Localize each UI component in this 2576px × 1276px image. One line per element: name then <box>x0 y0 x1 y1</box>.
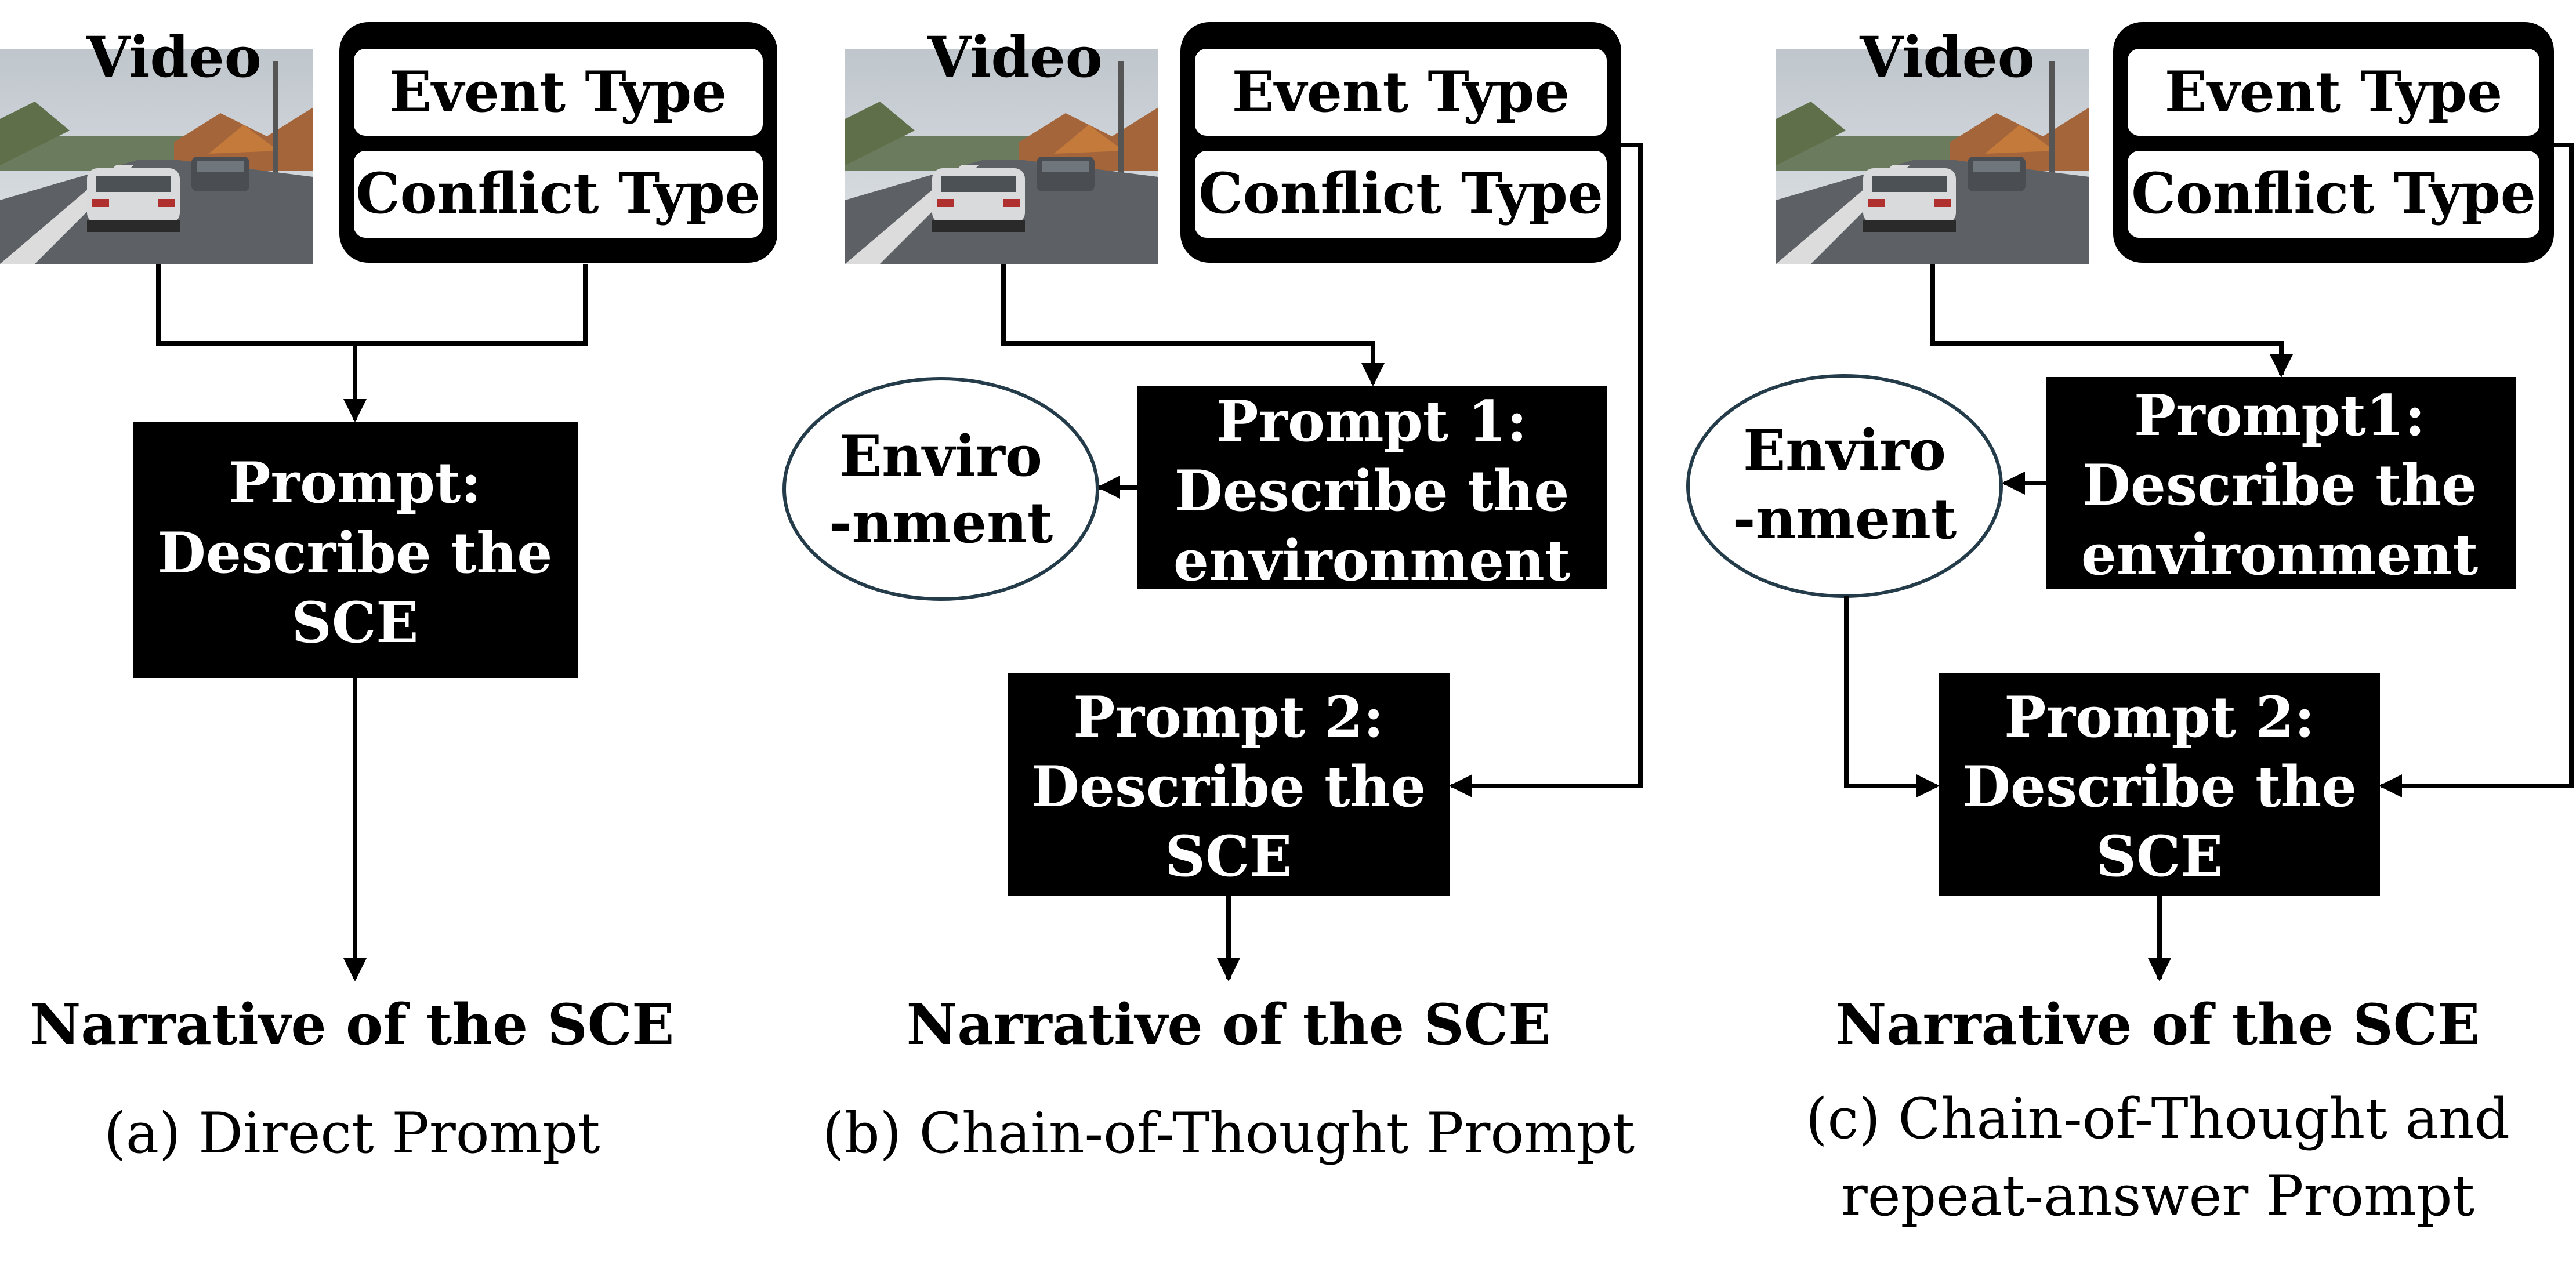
event-type-box-b <box>1195 49 1607 136</box>
event-type-box-c <box>2128 49 2539 136</box>
prompt2-b-line-3: SCE <box>1165 824 1292 889</box>
event-type-label-b: Event Type <box>1232 59 1570 125</box>
panel-b: Video Event Type Conflict Type Prompt 1:… <box>782 22 1643 1166</box>
environment-node-b <box>782 377 1099 601</box>
output-label-a: Narrative of the SCE <box>30 992 675 1057</box>
prompt-a-line-2: Describe the <box>158 520 553 586</box>
prompt2-c-line-3: SCE <box>2096 824 2223 889</box>
prompt2-b-line-2: Describe the <box>1031 754 1426 820</box>
conflict-type-label-a: Conflict Type <box>356 161 760 226</box>
arrow-types-to-prompt2-b <box>1449 143 1643 798</box>
env-b-line-1: Enviro <box>839 423 1042 489</box>
arrow-video-to-prompt1-c <box>1930 264 2293 378</box>
prompt2-box-b <box>1008 673 1450 896</box>
prompt-a-line-1: Prompt: <box>229 450 481 516</box>
conflict-type-box-a <box>354 151 763 238</box>
prompt1-c-line-2: Describe the <box>2082 452 2477 518</box>
video-label-a: Video <box>86 24 262 90</box>
input-merge-connector-a <box>156 264 588 346</box>
event-type-label-a: Event Type <box>389 59 727 125</box>
video-label-b: Video <box>927 24 1103 90</box>
video-label-c: Video <box>1859 24 2035 90</box>
env-c-line-1: Enviro <box>1743 418 1946 483</box>
caption-c-line-2: repeat-answer Prompt <box>1841 1163 2474 1228</box>
panel-c: Video Event Type Conflict Type Prompt1: … <box>1686 22 2574 1228</box>
prompt1-box-c <box>2046 377 2516 589</box>
arrow-video-to-prompt1-b <box>1001 264 1385 386</box>
env-c-line-2: -nment <box>1733 486 1957 552</box>
conflict-type-box-b <box>1195 151 1607 238</box>
panel-a: Video Event Type Conflict Type Prompt: D… <box>0 22 777 1166</box>
prompt2-b-line-1: Prompt 2: <box>1073 684 1384 750</box>
conflict-type-box-c <box>2128 151 2539 238</box>
prompt-box-a <box>133 422 578 678</box>
output-label-c: Narrative of the SCE <box>1836 992 2480 1057</box>
prompt1-b-line-1: Prompt 1: <box>1216 389 1527 454</box>
prompt1-c-line-3: environment <box>2081 522 2478 588</box>
caption-b: (b) Chain-of-Thought Prompt <box>823 1101 1635 1166</box>
event-type-label-c: Event Type <box>2165 59 2502 125</box>
prompt1-c-line-1: Prompt1: <box>2134 383 2425 448</box>
caption-c-line-1: (c) Chain-of-Thought and <box>1806 1086 2510 1151</box>
arrow-types-to-prompt2-c <box>2379 143 2574 798</box>
conflict-type-label-b: Conflict Type <box>1198 161 1603 226</box>
output-label-b: Narrative of the SCE <box>907 992 1551 1057</box>
event-type-box-a <box>354 49 763 136</box>
arrow-env-to-prompt2-c <box>1844 596 1940 798</box>
prompt1-b-line-2: Describe the <box>1175 458 1570 524</box>
prompt1-b-line-3: environment <box>1173 528 1570 593</box>
conflict-type-label-c: Conflict Type <box>2131 161 2536 226</box>
prompt-a-line-3: SCE <box>292 590 419 655</box>
prompt2-box-c <box>1939 673 2380 896</box>
env-b-line-2: -nment <box>829 490 1053 556</box>
caption-a: (a) Direct Prompt <box>104 1101 600 1166</box>
prompt2-c-line-2: Describe the <box>1962 754 2357 820</box>
prompt2-c-line-1: Prompt 2: <box>2004 684 2315 750</box>
prompt1-box-b <box>1137 386 1607 589</box>
